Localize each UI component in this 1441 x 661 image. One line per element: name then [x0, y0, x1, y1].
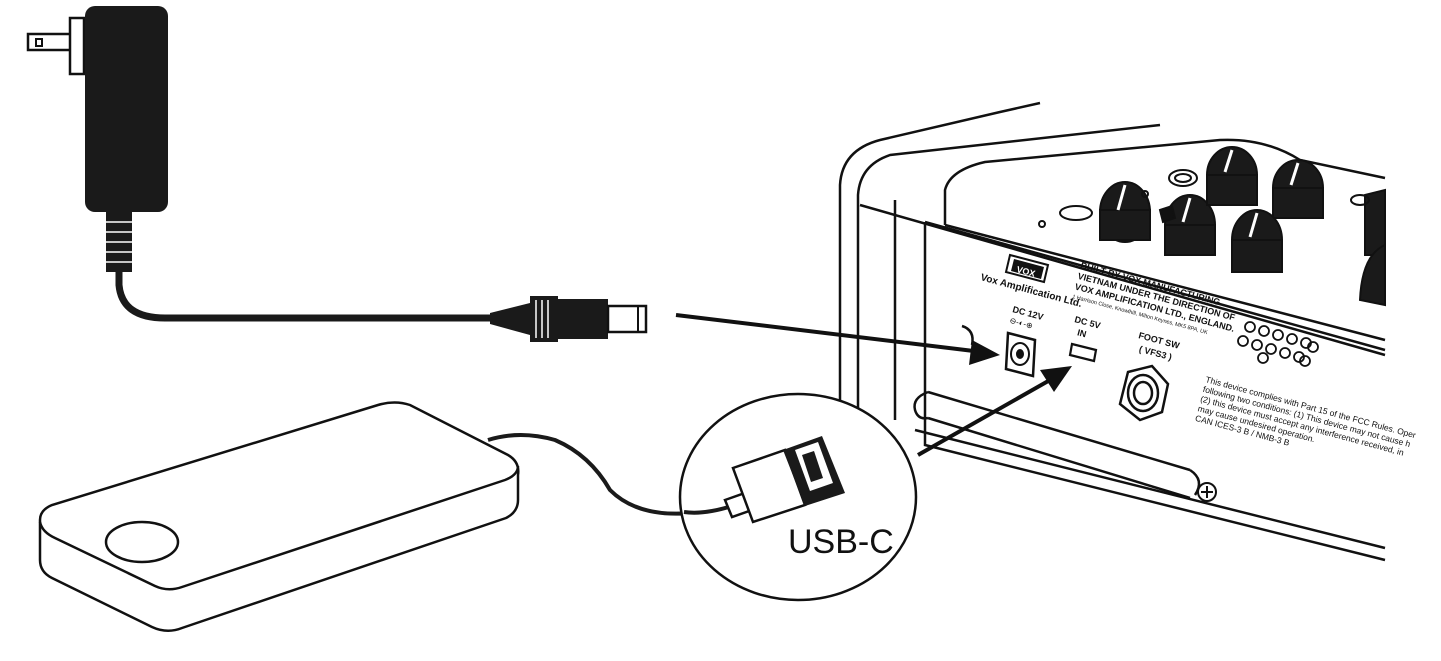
fcc-notice: This device complies with Part 15 of the… [1194, 374, 1417, 457]
arrow-icon [917, 366, 1072, 457]
knob-icon [1099, 181, 1151, 243]
arrow-icon [675, 313, 1000, 365]
ac-adapter-icon [26, 6, 168, 272]
dc-plug-icon [490, 296, 648, 342]
knob-icon [1164, 194, 1216, 256]
dc12v-jack: DC 12V ⊖-◐-⊕ [1004, 304, 1045, 378]
speaker-holes [1237, 321, 1319, 367]
dc5v-in-port: DC 5V IN [1068, 314, 1102, 363]
amp-knobs [1099, 146, 1386, 307]
usb-c-label: USB-C [788, 523, 894, 561]
amp-top-details [1038, 169, 1370, 228]
foot-switch-jack: FOOT SW ( VFS3 ) [1118, 330, 1181, 422]
knob-icon [1272, 159, 1324, 219]
usb-c-plug-icon [723, 436, 845, 524]
adapter-cable [115, 272, 495, 322]
knob-icon [1231, 209, 1283, 273]
vox-logo-text: VOX [1015, 264, 1036, 279]
knob-icon [1358, 243, 1386, 307]
power-bank-icon [38, 401, 520, 632]
dc5v-sub: IN [1076, 327, 1087, 339]
screw-icon [1197, 482, 1217, 502]
amplifier [838, 101, 1386, 562]
usb-c-cable [487, 433, 736, 516]
knob-icon [1206, 146, 1258, 206]
usb-c-callout: USB-C [678, 392, 918, 602]
vox-logo: VOX [1004, 253, 1050, 284]
